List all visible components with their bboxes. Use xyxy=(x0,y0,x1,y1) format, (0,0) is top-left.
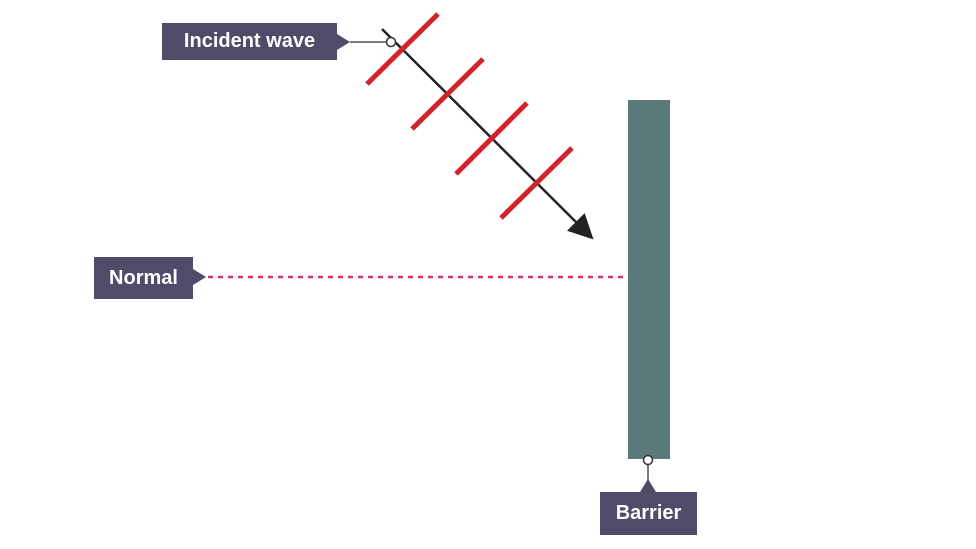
incident-wave-label: Incident wave xyxy=(162,23,337,60)
wave-direction-arrow xyxy=(381,28,594,240)
wavefront xyxy=(454,101,529,176)
wavefront xyxy=(410,57,485,131)
barrier-label: Barrier xyxy=(600,492,697,535)
incident-anchor xyxy=(385,36,397,48)
barrier xyxy=(628,100,670,459)
wavefront xyxy=(365,12,440,86)
barrier-anchor xyxy=(642,454,654,466)
barrier-pointer xyxy=(640,479,656,492)
normal-pointer xyxy=(193,269,206,285)
wavefront xyxy=(499,146,574,220)
normal-label: Normal xyxy=(94,257,193,299)
incident-pointer xyxy=(337,34,350,50)
